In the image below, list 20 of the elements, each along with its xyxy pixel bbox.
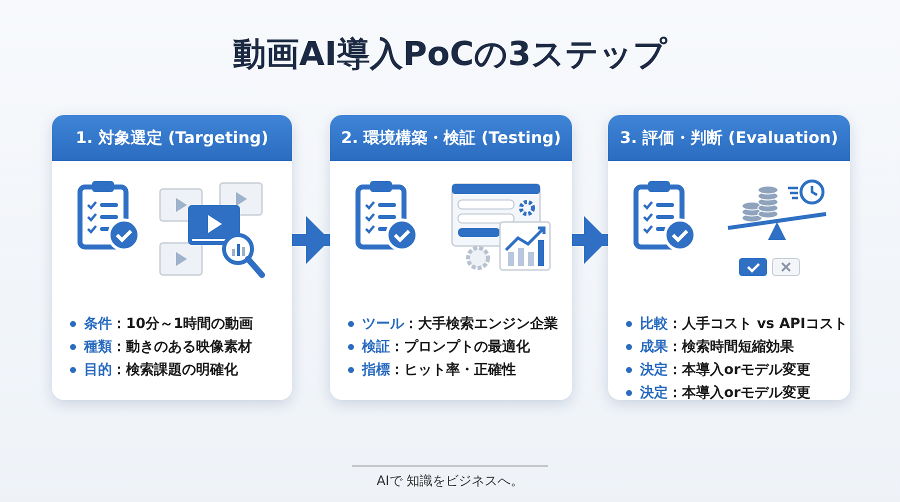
card-header: 3. 評価・判断 (Evaluation) (608, 115, 850, 161)
card-header: 1. 対象選定 (Targeting) (52, 115, 292, 161)
bullet-item: 検証：プロンプトの最適化 (348, 338, 530, 356)
arrow (292, 216, 330, 264)
card-header: 2. 環境構築・検証 (Testing) (330, 115, 572, 161)
bullet-item: 指標：ヒット率・正確性 (348, 361, 516, 379)
arrow (572, 216, 608, 264)
bullet-item: 種類：動きのある映像素材 (70, 338, 252, 356)
bullet-item: ツール：大手検索エンジン企業 (348, 315, 558, 333)
bullet-item: 決定：本導入orモデル変更 (626, 384, 811, 402)
bullet-item: 決定：本導入orモデル変更 (626, 361, 811, 379)
step-card (608, 115, 850, 400)
tagline: AIで 知識をビジネスへ。 (376, 473, 524, 490)
step-card (330, 115, 572, 400)
bullet-item: 目的：検索課題の明確化 (70, 361, 238, 379)
step-card (52, 115, 292, 400)
bullet-item: 成果：検索時間短縮効果 (626, 338, 794, 356)
bullet-item: 条件：10分～1時間の動画 (70, 315, 254, 333)
bullet-item: 比較：人手コスト vs APIコスト (626, 315, 848, 333)
diagram-title: 動画AI導入PoCの3ステップ (232, 33, 668, 75)
